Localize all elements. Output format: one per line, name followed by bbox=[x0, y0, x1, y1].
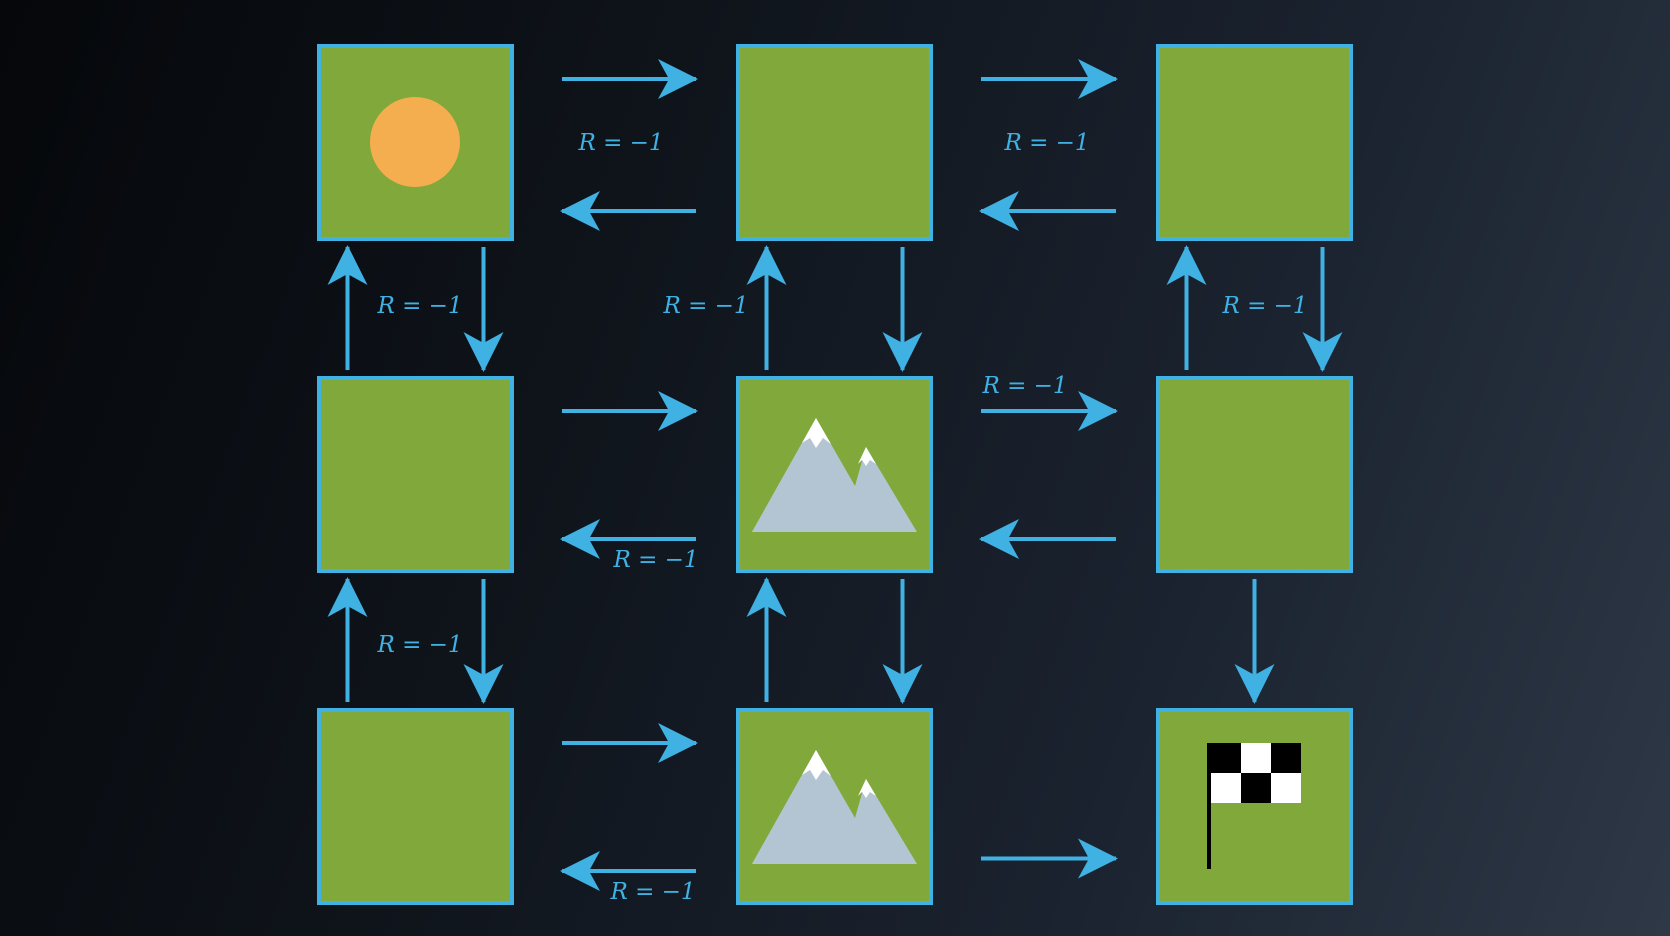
tile-r1-c2 bbox=[1156, 376, 1353, 573]
reward-label: R = −1 bbox=[1221, 293, 1307, 319]
tile-r0-c1 bbox=[736, 44, 933, 241]
grid-tiles bbox=[317, 44, 1353, 905]
tile-r2-c0 bbox=[317, 708, 514, 905]
tile-r1-c0 bbox=[317, 376, 514, 573]
reward-label: R = −1 bbox=[981, 373, 1067, 399]
reward-label: R = −1 bbox=[612, 547, 698, 573]
transition-arrows bbox=[327, 59, 1343, 891]
sun-icon bbox=[370, 97, 460, 187]
mountain-icon bbox=[752, 418, 917, 532]
tile-r0-c2 bbox=[1156, 44, 1353, 241]
checkered-flag-icon bbox=[1207, 743, 1301, 869]
reward-labels: R = −1 R = −1 R = −1 R = −1 R = −1 R = −1 R = … bbox=[376, 130, 1307, 905]
tile-r2-c2 bbox=[1156, 708, 1353, 905]
reward-label: R = −1 bbox=[609, 879, 695, 905]
reward-label: R = −1 bbox=[1003, 130, 1089, 156]
tile-r2-c1 bbox=[736, 708, 933, 905]
reward-label: R = −1 bbox=[662, 293, 748, 319]
mountain-icon bbox=[752, 750, 917, 864]
reward-label: R = −1 bbox=[577, 130, 663, 156]
reward-label: R = −1 bbox=[376, 632, 462, 658]
reward-label: R = −1 bbox=[376, 293, 462, 319]
tile-r0-c0 bbox=[317, 44, 514, 241]
tile-r1-c1 bbox=[736, 376, 933, 573]
